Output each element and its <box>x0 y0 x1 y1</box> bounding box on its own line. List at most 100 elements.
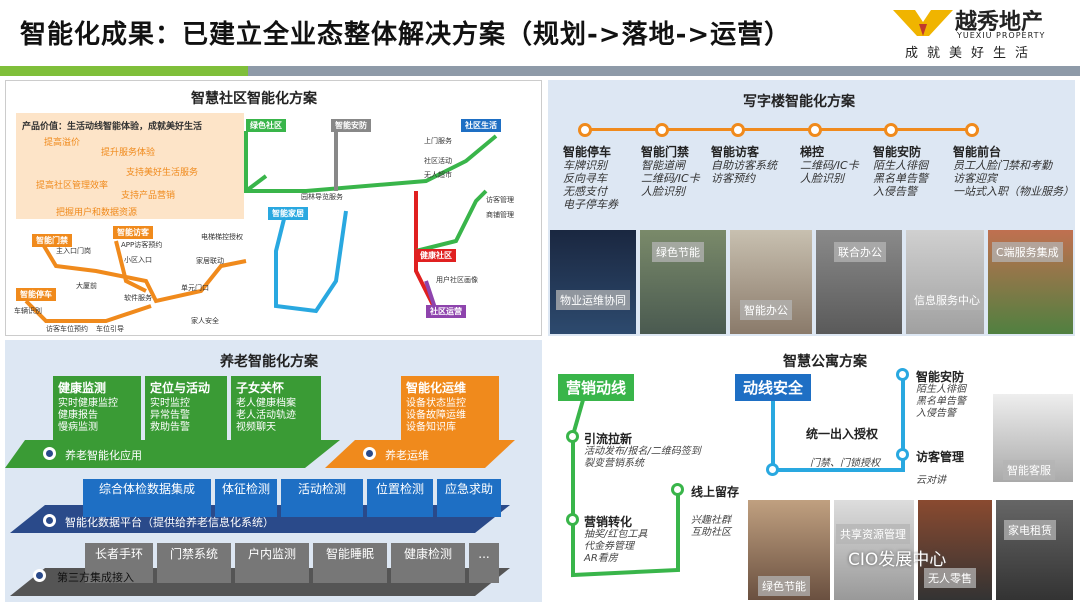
timeline-sub: 自助访客系统 访客预约 <box>711 159 777 185</box>
card-family: 子女关怀老人健康档案老人活动轨迹视频聊天 <box>231 376 321 442</box>
s2-sub: 陌生人徘徊 黑名单告警 入侵告警 <box>916 384 966 419</box>
timeline-head: 智能门禁 <box>641 145 690 159</box>
page-title: 智能化成果：已建立全业态整体解决方案（规划->落地->运营） <box>20 20 792 50</box>
tag-visitor: 智能访客 <box>113 226 153 239</box>
s1-sub: 门禁、门锁授权 <box>810 458 880 469</box>
m2-sub: 抽奖/红包工具 代金券管理 AR看房 <box>584 529 648 564</box>
value-item: 支持产品营销 <box>121 191 176 201</box>
photo-info: 信息服务中心 <box>906 230 984 334</box>
station: 家人安全 <box>191 317 219 325</box>
photo-green-apt: 绿色节能 <box>748 500 830 600</box>
elderly-title: 养老智能化方案 <box>220 354 318 370</box>
card-health: 健康监测实时健康监控健康报告慢病监测 <box>53 376 141 442</box>
metro-lines <box>24 131 498 323</box>
timeline-head: 智能安防 <box>873 145 922 159</box>
value-item: 把握用户和数据资源 <box>56 208 138 218</box>
timeline-head: 智能停车 <box>563 145 612 159</box>
logo-en: YUEXIU PROPERTY <box>957 31 1046 40</box>
flow-dot <box>896 448 909 461</box>
timeline-dot <box>731 123 745 137</box>
value-item: 提高社区管理效率 <box>36 181 109 191</box>
office-title: 写字楼智能化方案 <box>743 94 855 110</box>
layer3-label: 第三方集成接入 <box>57 571 134 584</box>
s2-head: 智能安防 <box>916 370 965 384</box>
timeline-sub: 智能道闸 二维码/IC卡 人脸识别 <box>641 159 700 198</box>
station: 家居联动 <box>196 257 224 265</box>
layer-bullet-icon <box>33 569 46 582</box>
timeline-sub: 员工人脸门禁和考勤 访客迎宾 一站式入职（物业服务） <box>953 159 1074 198</box>
m3-sub: 兴趣社群 互助社区 <box>691 515 731 538</box>
layer1-label: 养老智能化应用 <box>65 449 142 462</box>
logo-cn: 越秀地产 <box>955 9 1044 35</box>
office-panel: 写字楼智能化方案 智能停车 车牌识别 反向寻车 无感支付 电子停车券 智能门禁 … <box>548 80 1075 336</box>
value-item: 提高溢价 <box>44 138 81 148</box>
timeline-dot <box>965 123 979 137</box>
tag-green: 绿色社区 <box>246 119 286 132</box>
header-grey-bar <box>248 66 1080 76</box>
yuexiu-logo-icon <box>893 10 953 36</box>
station: 商铺管理 <box>486 211 514 219</box>
mid-card: 体征检测 <box>215 479 277 517</box>
card-ops: 智能化运维设备状态监控设备故障运维设备知识库 <box>401 376 499 442</box>
device-card: 门禁系统 <box>157 543 231 583</box>
station: APP访客预约 <box>121 241 163 249</box>
photo-rental: 家电租赁 <box>996 500 1073 600</box>
timeline-dot <box>884 123 898 137</box>
station: 无人超市 <box>424 171 452 179</box>
safety-head: 动线安全 <box>735 374 812 401</box>
m1-sub: 活动发布/报名/二维码签到 裂变营销系统 <box>584 446 701 469</box>
tag-home: 智能家居 <box>268 207 308 220</box>
s3-sub: 云对讲 <box>916 475 946 486</box>
station: 小区入口 <box>124 256 152 264</box>
tag-security: 智能安防 <box>331 119 371 132</box>
tag-gate: 智能门禁 <box>32 234 72 247</box>
photo-service: 智能客服 <box>993 394 1073 482</box>
flow-dot <box>896 368 909 381</box>
watermark: CIO发展中心 <box>848 550 947 570</box>
timeline-dot <box>655 123 669 137</box>
device-card: 智能睡眠 <box>313 543 387 583</box>
m3-head: 线上留存 <box>691 485 740 499</box>
layer2-label: 智能化数据平台（提供给养老信息化系统） <box>65 516 274 529</box>
flow-dot <box>766 463 779 476</box>
timeline-bar <box>584 128 979 131</box>
station: 车位引导 <box>96 325 124 333</box>
community-title: 智慧社区智能化方案 <box>191 91 317 107</box>
layer-bullet-icon <box>43 514 56 527</box>
value-box-title: 产品价值：生活动线智能体验，成就美好生活 <box>22 122 203 132</box>
station: 社区活动 <box>424 157 452 165</box>
apartment-title: 智慧公寓方案 <box>783 354 867 370</box>
marketing-head: 营销动线 <box>558 374 635 401</box>
slogan: 成就美好生活 <box>905 46 1038 61</box>
station: 单元门口 <box>181 284 209 292</box>
device-card: 户内监测 <box>235 543 309 583</box>
m1-head: 引流拉新 <box>584 432 633 446</box>
layer1b-label: 养老运维 <box>385 449 429 462</box>
device-card: 健康检测 <box>391 543 465 583</box>
s1-head: 统一出入授权 <box>806 427 879 441</box>
header-green-bar <box>0 66 248 76</box>
photo-green: 绿色节能 <box>640 230 726 334</box>
layer-bullet-icon <box>43 447 56 460</box>
photo-office: 智能办公 <box>730 230 812 334</box>
mid-card: 综合体检数据集成 <box>83 479 211 517</box>
timeline-dot <box>808 123 822 137</box>
station: 车辆识别 <box>14 307 42 315</box>
station: 园林导览服务 <box>301 193 343 201</box>
tag-community-life: 社区生活 <box>461 119 501 132</box>
brand-logo: 越秀地产 YUEXIU PROPERTY 成就美好生活 <box>893 4 1073 62</box>
layer-bullet-icon <box>363 447 376 460</box>
timeline-sub: 陌生人徘徊 黑名单告警 入侵告警 <box>873 159 928 198</box>
photo-c-end: C端服务集成 <box>988 230 1073 334</box>
m2-head: 营销转化 <box>584 515 633 529</box>
mid-card: 位置检测 <box>367 479 433 517</box>
tag-ops: 社区运营 <box>426 305 466 318</box>
timeline-head: 智能访客 <box>711 145 760 159</box>
flow-dot <box>671 483 684 496</box>
timeline-head: 梯控 <box>800 145 825 159</box>
station: 访客管理 <box>486 196 514 204</box>
tag-parking: 智能停车 <box>16 288 56 301</box>
photo-cowork: 联合办公 <box>816 230 902 334</box>
photo-retail: 无人零售 <box>918 500 992 600</box>
photo-ops: 物业运维协同 <box>550 230 636 334</box>
